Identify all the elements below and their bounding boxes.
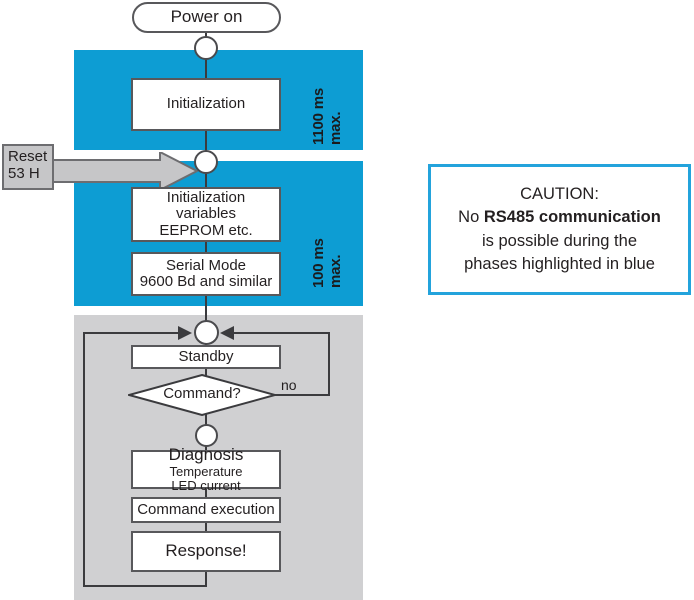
junction-a [194,36,218,60]
timing-label-blue-2-line1: 100 ms [310,238,327,288]
connector-diagnosis-to-command-execution [205,489,207,499]
node-standby: Standby [131,345,281,369]
node-command-execution-label: Command execution [137,500,275,518]
reset-label-line2: 53 H [8,164,40,182]
connector-init-variables-to-serial-mode [205,240,207,252]
arrowhead-no-branch-right [220,326,234,340]
node-diagnosis-line1: Diagnosis [168,445,244,465]
node-power-on: Power on [132,2,281,33]
node-response: Response! [131,531,281,572]
connector-junction-a-to-initialization [205,58,207,78]
node-serial-mode-line2: 9600 Bd and similar [139,273,273,290]
connector-serial-mode-to-junction-c [205,296,207,324]
connector-no-branch-into-junction-c-right [224,332,330,334]
connector-junction-b-to-init-variables [205,173,207,187]
node-initialization-variables-line3: EEPROM etc. [159,221,253,239]
node-diagnosis-line2: Temperature [169,463,243,479]
timing-label-blue-2: 100 ms max. [310,192,345,288]
node-initialization-variables-line2: variables [175,205,237,223]
node-power-on-label: Power on [170,7,243,27]
decision-diamond-shape [125,373,279,417]
node-standby-label: Standby [178,347,234,365]
connector-response-loopback-down [205,571,207,587]
node-initialization-label: Initialization [166,95,246,113]
caution-heading: CAUTION: [520,184,599,203]
timing-label-blue-1-line2: max. [326,111,344,145]
caution-line2-bold: RS485 communication [483,208,661,227]
caution-line2-prefix: No [458,208,484,227]
edge-label-no: no [281,377,297,393]
connector-loopback-left-vertical [83,333,85,587]
node-initialization-variables: Initialization variables EEPROM etc. [131,187,281,242]
node-decision-command-label: Command? [163,385,241,402]
node-response-label: Response! [165,541,247,561]
junction-b [194,150,218,174]
connector-no-branch-vertical [328,332,330,395]
caution-line-rs485: No RS485 communication [458,206,661,229]
node-command-execution: Command execution [131,497,281,523]
junction-d [195,424,218,447]
reset-input-box: Reset 53 H [2,144,54,190]
node-initialization: Initialization [131,78,281,131]
timing-label-blue-1: 1100 ms max. [310,49,345,145]
timing-label-blue-1-line1: 1100 ms [310,88,327,145]
caution-box: CAUTION: No RS485 communication is possi… [428,164,691,295]
connector-command-execution-to-response [205,521,207,532]
connector-decision-to-junction-d [205,413,207,425]
node-initialization-variables-line1: Initialization [166,189,246,207]
node-diagnosis: Diagnosis Temperature LED current [131,445,281,492]
connector-loopback-into-junction-c-left [83,332,188,334]
connector-response-loopback-horizontal [83,585,207,587]
connector-no-branch-horizontal [274,394,330,396]
node-serial-mode-line1: Serial Mode [165,256,247,274]
caution-line3: is possible during the [481,231,637,250]
connector-standby-to-decision [205,367,207,376]
caution-line4: phases highlighted in blue [464,254,655,273]
arrowhead-loopback-left [178,326,192,340]
node-diagnosis-line3: LED current [171,477,241,493]
reset-label-line1: Reset [8,148,48,165]
node-serial-mode: Serial Mode 9600 Bd and similar [131,252,281,296]
reset-block-arrow [50,152,198,192]
node-decision-command: Command? [125,373,279,417]
timing-label-blue-2-line2: max. [326,254,344,288]
connector-initialization-to-junction-b [205,131,207,151]
junction-c [194,320,219,345]
